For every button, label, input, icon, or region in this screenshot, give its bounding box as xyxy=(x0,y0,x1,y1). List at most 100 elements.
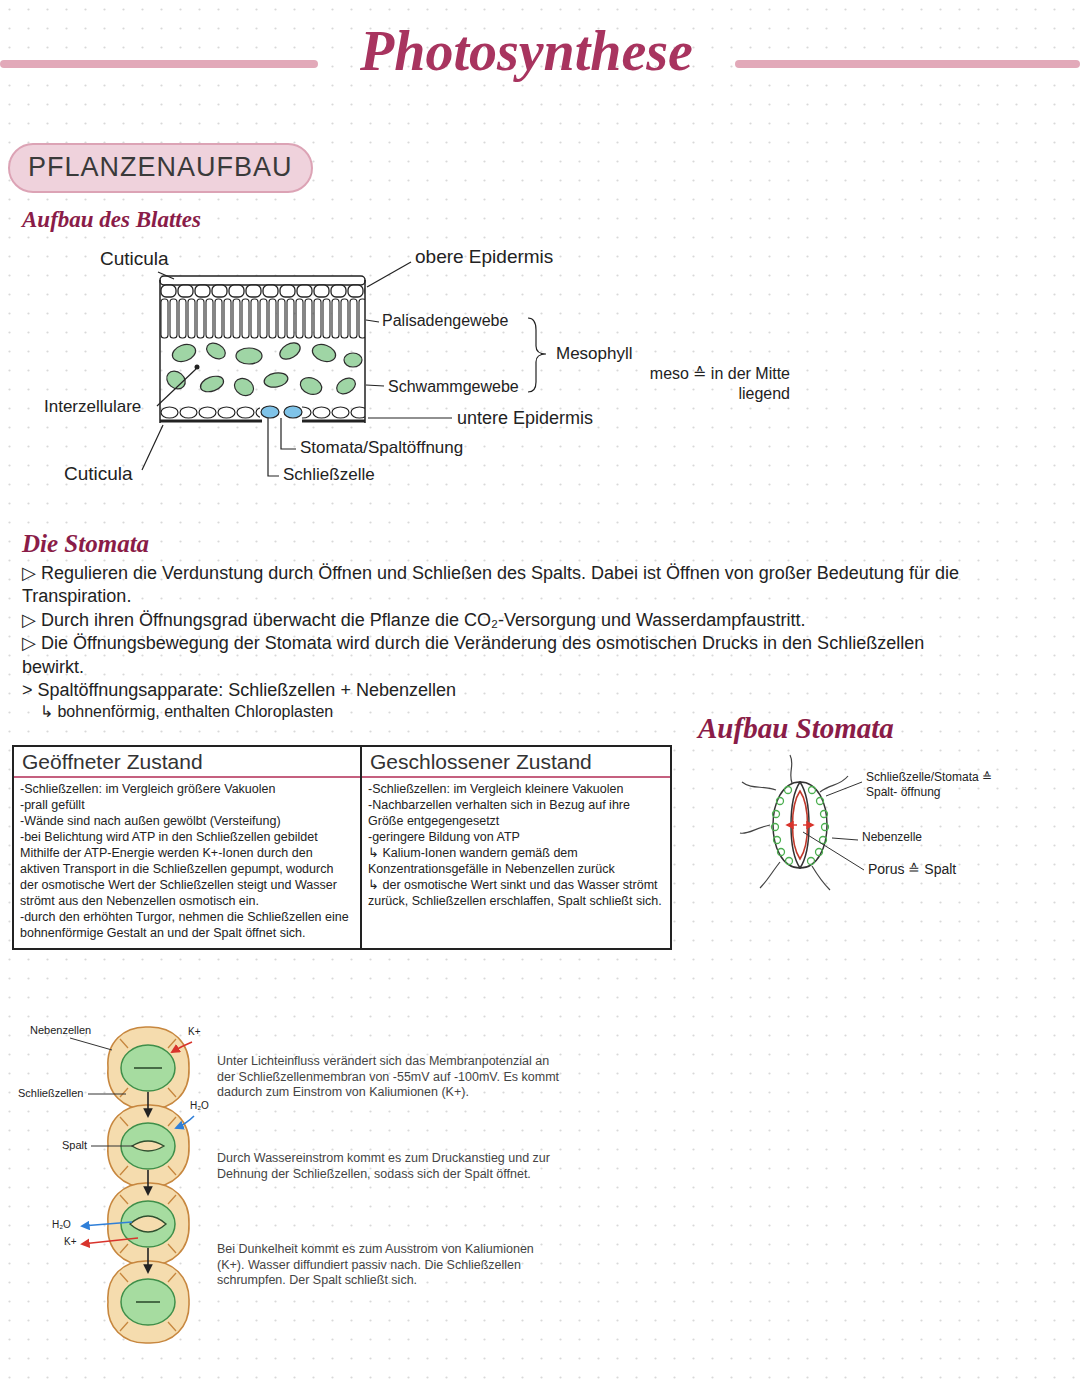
stoma-diagram xyxy=(778,849,785,856)
stoma-diagram xyxy=(740,755,848,890)
leaf-cross-section xyxy=(163,339,362,398)
leader-line xyxy=(142,425,163,470)
leader-line xyxy=(268,418,279,476)
stoma-diagram xyxy=(777,798,784,805)
stoma-sequence xyxy=(120,1039,176,1097)
stoma-sequence xyxy=(70,1027,194,1343)
leaf-cross-section xyxy=(263,371,289,389)
stoma-diagram xyxy=(821,811,828,818)
leaf-cross-section xyxy=(170,341,198,364)
leaf-cross-section xyxy=(160,405,260,420)
stoma-diagram xyxy=(803,824,813,825)
stoma-sequence xyxy=(82,1238,138,1244)
section-heading: Aufbau Stomata xyxy=(698,710,894,746)
stoma-diagram xyxy=(809,787,816,794)
box-text: Mithilfe der ATP-Energie werden K+-Ionen… xyxy=(14,845,360,909)
part-label: Spalt xyxy=(62,1139,87,1153)
stoma-diagram xyxy=(740,755,864,890)
bullet-text: ▷ Durch ihren Öffnungsgrad überwacht die… xyxy=(22,609,962,632)
bullet-list: ▷ Regulieren die Verdunstung durch Öffne… xyxy=(22,562,962,723)
stoma-sequence xyxy=(121,1201,175,1247)
leaf-cross-section xyxy=(344,353,362,367)
page-title: Photosynthese xyxy=(318,16,735,86)
box-text: -geringere Bildung von ATP xyxy=(362,829,670,845)
leader-line xyxy=(366,320,379,322)
bullet-text: ▷ Regulieren die Verdunstung durch Öffne… xyxy=(22,562,962,609)
stoma-sequence xyxy=(172,1042,192,1052)
stoma-diagram xyxy=(742,782,776,790)
part-label: Schließzelle xyxy=(283,464,375,485)
stoma-diagram xyxy=(790,755,792,783)
stoma-sequence xyxy=(147,1248,149,1272)
stoma-sequence xyxy=(82,1222,132,1226)
ion-label: K+ xyxy=(64,1236,77,1249)
part-label: Palisadengewebe xyxy=(382,311,508,331)
stoma-diagram xyxy=(787,824,797,825)
ion-label: H₂O xyxy=(190,1100,209,1113)
leaf-cross-section xyxy=(334,375,358,397)
box-heading: Geschlossener Zustand xyxy=(362,747,670,778)
part-label: Porus ≙ Spalt xyxy=(868,861,956,879)
step-text: Bei Dunkelheit kommt es zum Ausstrom von… xyxy=(217,1242,562,1289)
stoma-sequence xyxy=(120,1195,176,1253)
stoma-sequence xyxy=(147,1170,149,1194)
box-text: ↳ Kalium-Ionen wandern gemäß dem Konzent… xyxy=(362,845,670,877)
stoma-diagram xyxy=(785,787,792,794)
leader-line xyxy=(157,369,196,406)
title-bar xyxy=(0,60,318,68)
leaf-cross-section xyxy=(298,375,324,398)
part-label: Schließzellen xyxy=(18,1087,83,1101)
stoma-sequence xyxy=(120,1273,176,1331)
stoma-sequence xyxy=(176,1116,194,1128)
part-label: obere Epidermis xyxy=(415,245,553,269)
leader-line xyxy=(803,782,864,870)
leader-line xyxy=(70,1038,112,1050)
leader-line xyxy=(366,385,384,386)
stoma-sequence xyxy=(121,1045,175,1091)
leaf-cross-section xyxy=(160,280,365,423)
leader-line xyxy=(281,418,296,449)
box-text: -bei Belichtung wird ATP in den Schließz… xyxy=(14,829,360,845)
stoma-sequence xyxy=(147,1092,149,1116)
leaf-cross-section xyxy=(277,339,303,362)
leaf-cross-section xyxy=(302,405,365,420)
table-column: Geschlossener Zustand-Schließzellen: im … xyxy=(360,745,672,950)
stoma-sequence xyxy=(108,1261,189,1343)
part-label: Stomata/Spaltöffnung xyxy=(300,437,463,458)
stoma-diagram xyxy=(812,866,830,890)
part-label: Mesophyll xyxy=(556,343,633,364)
stoma-diagram xyxy=(740,825,770,833)
leader-line xyxy=(528,318,546,392)
stoma-diagram xyxy=(816,849,823,856)
part-label: Cuticula xyxy=(100,247,169,271)
box-heading: PFLANZENAUFBAU xyxy=(28,151,293,185)
part-label: Schwammgewebe xyxy=(388,377,519,397)
leaf-cross-section xyxy=(204,340,228,362)
stoma-sequence xyxy=(134,1067,162,1069)
table-column: Geöffneter Zustand-Schließzellen: im Ver… xyxy=(12,745,362,950)
stoma-diagram xyxy=(772,787,829,865)
leader-line xyxy=(826,782,862,796)
stoma-sequence xyxy=(147,1092,149,1272)
leaf-cross-section xyxy=(198,373,225,394)
box-text: -Schließzellen: im Vergleich größere Vak… xyxy=(14,781,360,797)
leaf-cross-section xyxy=(310,341,338,364)
leader-line xyxy=(832,838,858,840)
leader-line xyxy=(803,832,864,870)
box-text: ↳ der osmotische Wert sinkt und das Wass… xyxy=(362,877,670,909)
stoma-diagram xyxy=(817,798,824,805)
part-label: Nebenzellen xyxy=(30,1024,91,1038)
title-bar xyxy=(735,60,1080,68)
ion-label: K+ xyxy=(188,1026,201,1039)
part-label: Schließzelle/Stomata ≙ Spalt- öffnung xyxy=(866,770,1016,800)
section-heading: Die Stomata xyxy=(22,528,149,559)
part-label: Cuticula xyxy=(64,462,133,486)
bullet-text: ↳ bohnenförmig, enthalten Chloroplasten xyxy=(40,702,962,723)
step-text: Unter Lichteinfluss verändert sich das M… xyxy=(217,1054,562,1101)
bullet-text: > Spaltöffnungsapparate: Schließzellen +… xyxy=(22,679,962,702)
leaf-cross-section xyxy=(195,365,200,370)
ion-label: H₂O xyxy=(52,1219,71,1232)
box-text: -Wände sind nach außen gewölbt (Versteif… xyxy=(14,813,360,829)
stoma-sequence xyxy=(136,1301,160,1303)
